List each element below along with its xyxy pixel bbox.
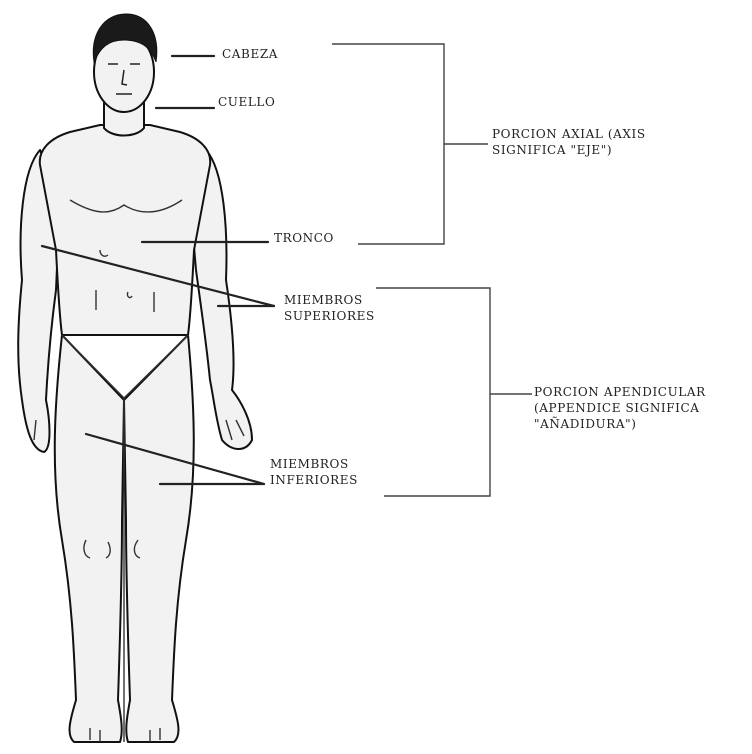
label-tronco: TRONCO [274, 230, 334, 246]
label-sup-line-1: MIEMBROS [284, 292, 375, 308]
bracket-axial [332, 44, 488, 244]
bracket-apendicular [376, 288, 532, 496]
brackets [332, 44, 532, 496]
left-leg [55, 335, 124, 742]
label-axial-line-2: SIGNIFICA "EJE") [492, 142, 646, 158]
label-axial-line-1: PORCION AXIAL (AXIS [492, 126, 646, 142]
label-miembros-inferiores: MIEMBROS INFERIORES [270, 456, 358, 488]
label-cuello: CUELLO [218, 94, 275, 110]
label-apend-line-1: PORCION APENDICULAR [534, 384, 706, 400]
torso [40, 125, 210, 335]
label-miembros-superiores: MIEMBROS SUPERIORES [284, 292, 375, 324]
right-leg [124, 335, 194, 742]
label-porcion-axial: PORCION AXIAL (AXIS SIGNIFICA "EJE") [492, 126, 646, 158]
label-sup-line-2: SUPERIORES [284, 308, 375, 324]
label-apend-line-3: "AÑADIDURA") [534, 416, 706, 432]
label-inf-line-2: INFERIORES [270, 472, 358, 488]
label-inf-line-1: MIEMBROS [270, 456, 358, 472]
label-apend-line-2: (APPENDICE SIGNIFICA [534, 400, 706, 416]
label-porcion-apendicular: PORCION APENDICULAR (APPENDICE SIGNIFICA… [534, 384, 706, 432]
label-cabeza: CABEZA [222, 46, 278, 62]
